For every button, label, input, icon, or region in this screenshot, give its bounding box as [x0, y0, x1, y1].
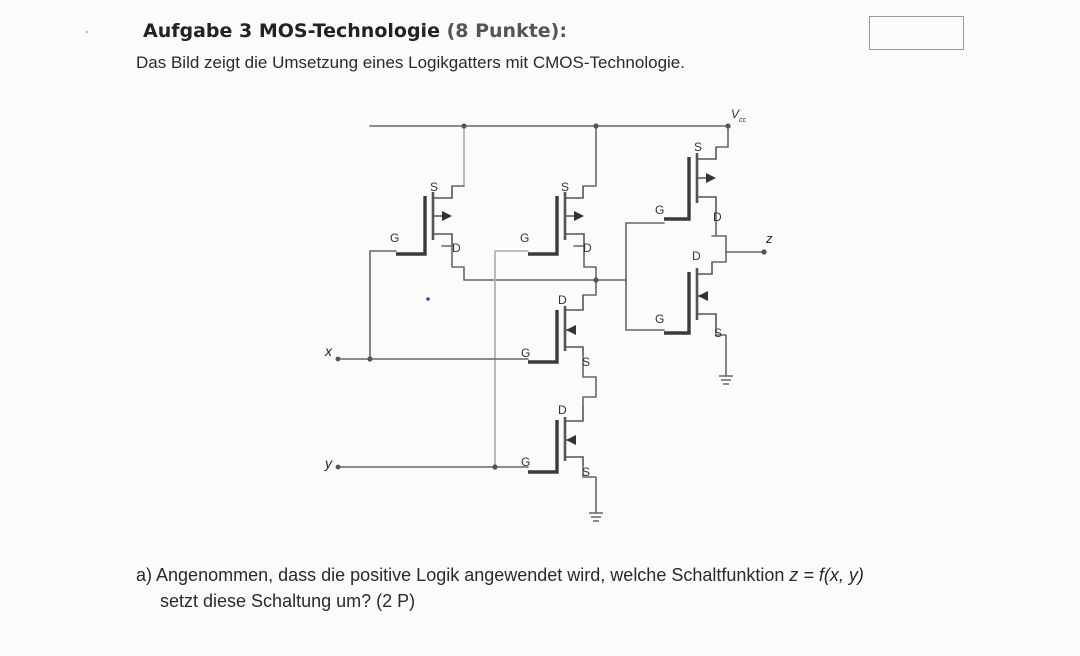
input-x-label: x — [324, 343, 333, 359]
svg-text:G: G — [520, 231, 529, 245]
svg-text:D: D — [583, 241, 592, 255]
svg-text:S: S — [714, 326, 722, 340]
svg-text:D: D — [713, 210, 722, 224]
cmos-circuit-diagram: S G D S G D D G S D G S S G D D G S Vcc … — [324, 107, 773, 522]
blue-mark — [426, 297, 430, 301]
junction-dots — [367, 123, 731, 470]
terminal-labels: S G D S G D D G S D G S S G D D G S — [390, 140, 722, 479]
svg-text:G: G — [521, 455, 530, 469]
question-label: a) — [136, 565, 153, 585]
score-box[interactable] — [869, 16, 964, 50]
svg-text:S: S — [694, 140, 702, 154]
svg-text:S: S — [561, 180, 569, 194]
question-a: a) Angenommen, dass die positive Logik a… — [136, 562, 864, 614]
ground-symbols — [589, 375, 733, 522]
svg-text:G: G — [521, 346, 530, 360]
question-formula: z = f(x, y) — [789, 565, 864, 585]
svg-text:G: G — [390, 231, 399, 245]
svg-text:G: G — [655, 312, 664, 326]
task-title: Aufgabe 3 MOS-Technologie — [143, 20, 440, 42]
channel-arrows — [442, 173, 716, 445]
source-drain-stubs — [433, 147, 717, 465]
question-text-line2: setzt diese Schaltung um? (2 P) — [160, 591, 416, 611]
question-text: Angenommen, dass die positive Logik ange… — [156, 565, 785, 585]
task-intro: Das Bild zeigt die Umsetzung eines Logik… — [136, 53, 685, 72]
gate-plates — [396, 157, 691, 474]
svg-text:S: S — [582, 465, 590, 479]
svg-text:S: S — [430, 180, 438, 194]
task-points: (8 Punkte): — [446, 20, 567, 42]
svg-text:G: G — [655, 203, 664, 217]
svg-text:D: D — [692, 249, 701, 263]
output-z-label: z — [765, 231, 773, 246]
vcc-label: Vcc — [731, 107, 747, 124]
task-heading: Aufgabe 3 MOS-Technologie (8 Punkte): — [143, 20, 567, 42]
terminal-dots — [335, 249, 767, 470]
wires — [337, 125, 765, 514]
svg-text:D: D — [558, 293, 567, 307]
svg-text:D: D — [558, 403, 567, 417]
svg-text:S: S — [582, 355, 590, 369]
svg-text:D: D — [452, 241, 461, 255]
input-y-label: y — [324, 455, 333, 471]
scan-dot — [86, 31, 88, 33]
